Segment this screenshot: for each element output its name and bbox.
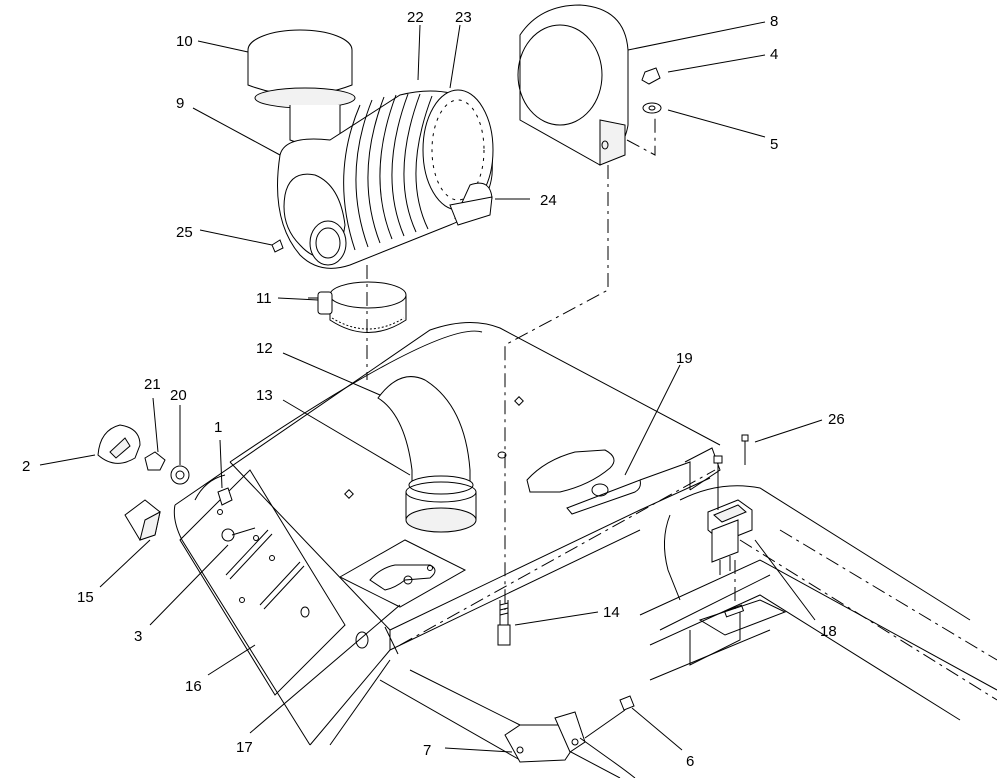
callout-7: 7 <box>423 742 431 759</box>
callout-6: 6 <box>686 753 694 770</box>
switch <box>707 434 753 610</box>
nut-and-washer <box>641 67 662 114</box>
callout-4: 4 <box>770 46 778 63</box>
callout-14: 14 <box>603 604 620 621</box>
callout-11: 11 <box>256 290 272 307</box>
hood-holes <box>344 396 524 499</box>
slotted-plate <box>526 447 721 515</box>
hose-clamp <box>308 265 407 380</box>
callout-labels: 10 9 22 23 24 25 11 12 13 8 4 5 2 21 20 … <box>22 9 845 770</box>
callout-21: 21 <box>144 376 161 393</box>
callout-1: 1 <box>214 419 222 436</box>
callout-3: 3 <box>134 628 142 645</box>
callout-17: 17 <box>236 739 253 756</box>
side-panel <box>179 469 399 696</box>
air-cleaner <box>247 29 494 269</box>
callout-13: 13 <box>256 387 273 404</box>
callout-5: 5 <box>770 136 778 153</box>
leader-lines <box>39 21 823 753</box>
callout-20: 20 <box>170 387 187 404</box>
callout-26: 26 <box>828 411 845 428</box>
callout-24: 24 <box>540 192 557 209</box>
callout-22: 22 <box>407 9 424 26</box>
callout-16: 16 <box>185 678 202 695</box>
callout-8: 8 <box>770 13 778 30</box>
hood-panel <box>173 321 721 746</box>
callout-2: 2 <box>22 458 30 475</box>
frame-rails <box>639 485 997 721</box>
center-plate <box>338 539 467 608</box>
callout-18: 18 <box>820 623 837 640</box>
callout-19: 19 <box>676 350 693 367</box>
callout-9: 9 <box>176 95 184 112</box>
fuel-cap-assembly <box>97 424 256 542</box>
bolt <box>497 600 511 646</box>
intake-elbow <box>377 376 477 533</box>
bottom-bracket <box>379 669 636 778</box>
callout-23: 23 <box>455 9 472 26</box>
callout-25: 25 <box>176 224 193 241</box>
callout-15: 15 <box>77 589 94 606</box>
callout-12: 12 <box>256 340 273 357</box>
callout-10: 10 <box>176 33 193 50</box>
air-shroud <box>504 4 656 610</box>
